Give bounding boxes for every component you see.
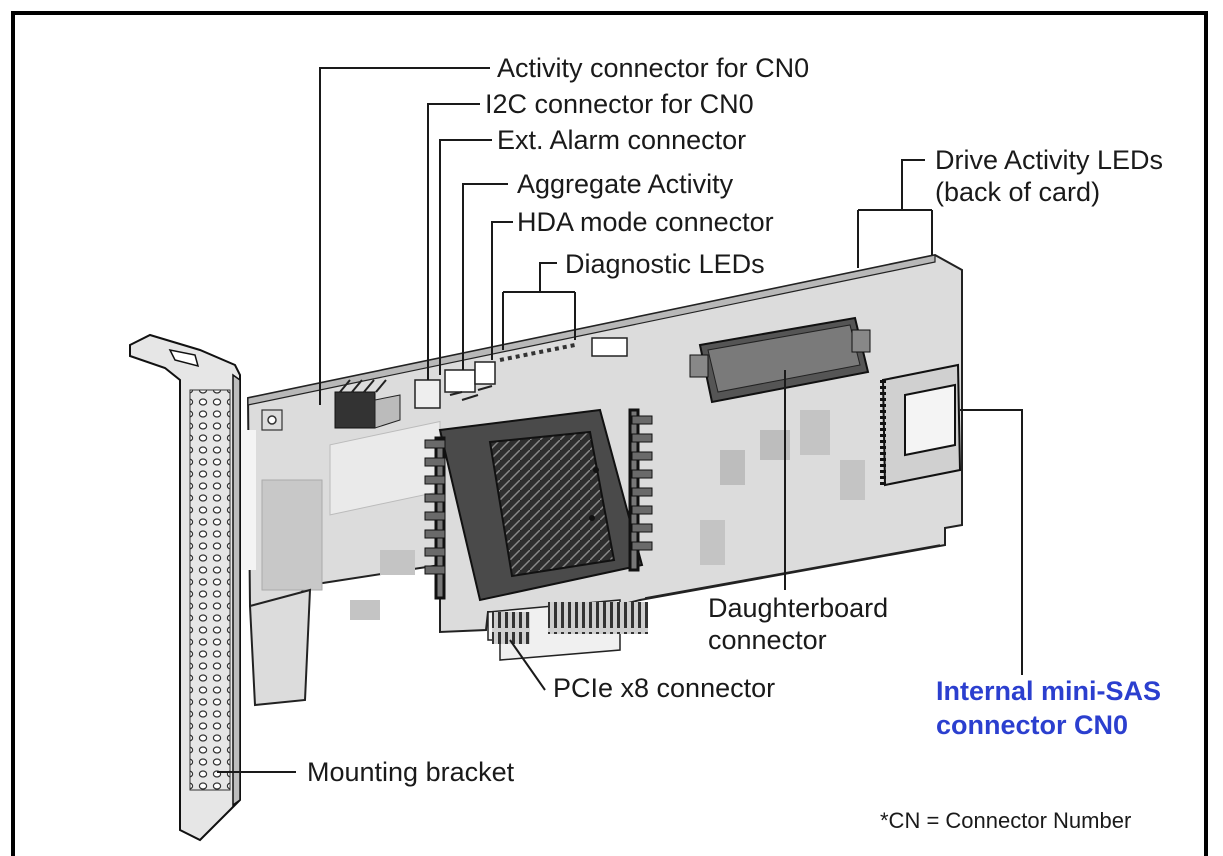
label-ext-alarm-connector: Ext. Alarm connector [497,125,747,155]
heatsink [424,408,653,602]
label-activity-connector-cn0: Activity connector for CN0 [497,53,810,83]
mini-sas-connector-shape [880,363,962,487]
label-pcie-x8-connector: PCIe x8 connector [553,673,776,703]
activity-header-shape [334,379,401,429]
label-drive-activity-line1: Drive Activity LEDs [935,145,1164,175]
label-drive-activity-line2: (back of card) [935,177,1101,207]
diagnostic-leds-shape [499,337,628,362]
label-diagnostic-leds: Diagnostic LEDs [565,249,765,279]
mounting-bracket-shape [129,333,241,842]
label-hda-mode-connector: HDA mode connector [517,207,774,237]
label-mounting-bracket: Mounting bracket [307,757,515,787]
label-daughterboard-connector: Daughterboard connector [708,592,888,656]
leader-lines [217,67,1023,773]
label-aggregate-activity: Aggregate Activity [517,169,734,199]
label-drive-activity-leds: Drive Activity LEDs (back of card) [935,144,1163,208]
pcie-edge-connector [487,544,941,661]
label-daughterboard-line1: Daughterboard [708,593,889,623]
i2c-header-shape [414,361,496,409]
label-daughterboard-line2: connector [708,625,827,655]
label-mini-sas-line2: connector CN0 [936,710,1129,740]
daughterboard-connector-shape [689,316,871,404]
footnote-connector-number: *CN = Connector Number [880,808,1132,833]
label-i2c-connector-cn0: I2C connector for CN0 [485,89,754,119]
board-lower-tab [248,588,312,707]
label-mini-sas-line1: Internal mini-SAS [936,676,1162,706]
label-internal-mini-sas: Internal mini-SAS connector CN0 [936,674,1161,742]
